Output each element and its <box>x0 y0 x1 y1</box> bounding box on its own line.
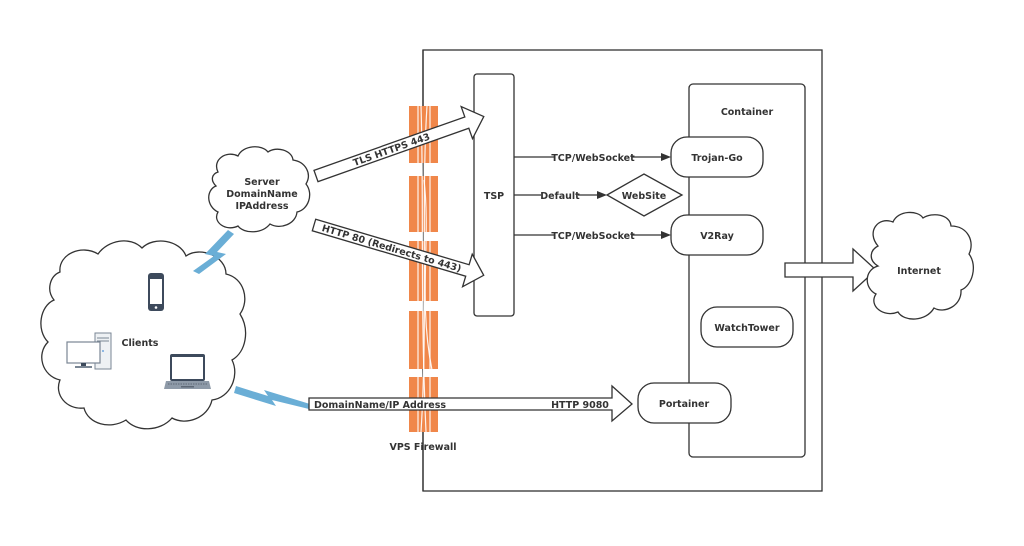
portainer-label: Portainer <box>659 399 710 410</box>
tsp-label: TSP <box>484 191 504 202</box>
desktop-computer-icon <box>66 332 112 370</box>
server-label-line2: DomainName <box>226 189 297 200</box>
server-cloud[interactable]: Server DomainName IPAddress <box>208 146 311 233</box>
internet-label: Internet <box>897 266 941 277</box>
firewall-label: VPS Firewall <box>389 442 456 453</box>
edge-tsp-trojan: TCP/WebSocket <box>514 153 671 164</box>
v2ray-node[interactable] <box>670 214 764 256</box>
edge-portainer-access: DomainName/IP Address HTTP 9080 <box>308 384 633 423</box>
arrowhead-icon <box>661 153 671 161</box>
watchtower-label: WatchTower <box>714 323 779 334</box>
wireless-link-icon <box>193 230 234 274</box>
edge-tsp-website-label: Default <box>540 191 580 202</box>
smartphone-icon <box>148 273 164 311</box>
edge-portainer-label-right: HTTP 9080 <box>551 400 609 411</box>
edge-tsp-website: Default <box>514 191 607 202</box>
arrowhead-icon <box>597 191 607 199</box>
website-node[interactable] <box>605 173 684 217</box>
firewall-brick-icon <box>409 106 438 432</box>
server-label-line3: IPAddress <box>235 201 288 212</box>
edge-tsp-v2ray: TCP/WebSocket <box>514 231 671 242</box>
arrowhead-icon <box>661 231 671 239</box>
container-label: Container <box>721 107 774 118</box>
watchtower-node[interactable] <box>700 306 794 348</box>
laptop-icon <box>164 354 211 389</box>
edge-tsp-trojan-label: TCP/WebSocket <box>551 153 635 164</box>
edge-tsp-v2ray-label: TCP/WebSocket <box>551 231 635 242</box>
clients-label: Clients <box>122 338 159 349</box>
wireless-link-icon <box>234 386 310 409</box>
trojan-go-node[interactable] <box>670 136 764 178</box>
container-to-internet-arrow <box>784 247 877 293</box>
trojan-go-label: Trojan-Go <box>691 153 743 164</box>
website-label: WebSite <box>622 191 666 202</box>
edge-portainer-label-left: DomainName/IP Address <box>314 400 446 411</box>
server-label-line1: Server <box>244 177 280 188</box>
clients-cloud[interactable]: Clients <box>40 240 247 430</box>
portainer-node[interactable] <box>637 382 732 424</box>
internet-cloud[interactable]: Internet <box>866 211 974 320</box>
v2ray-label: V2Ray <box>700 231 734 242</box>
vps-firewall: VPS Firewall <box>389 50 457 491</box>
